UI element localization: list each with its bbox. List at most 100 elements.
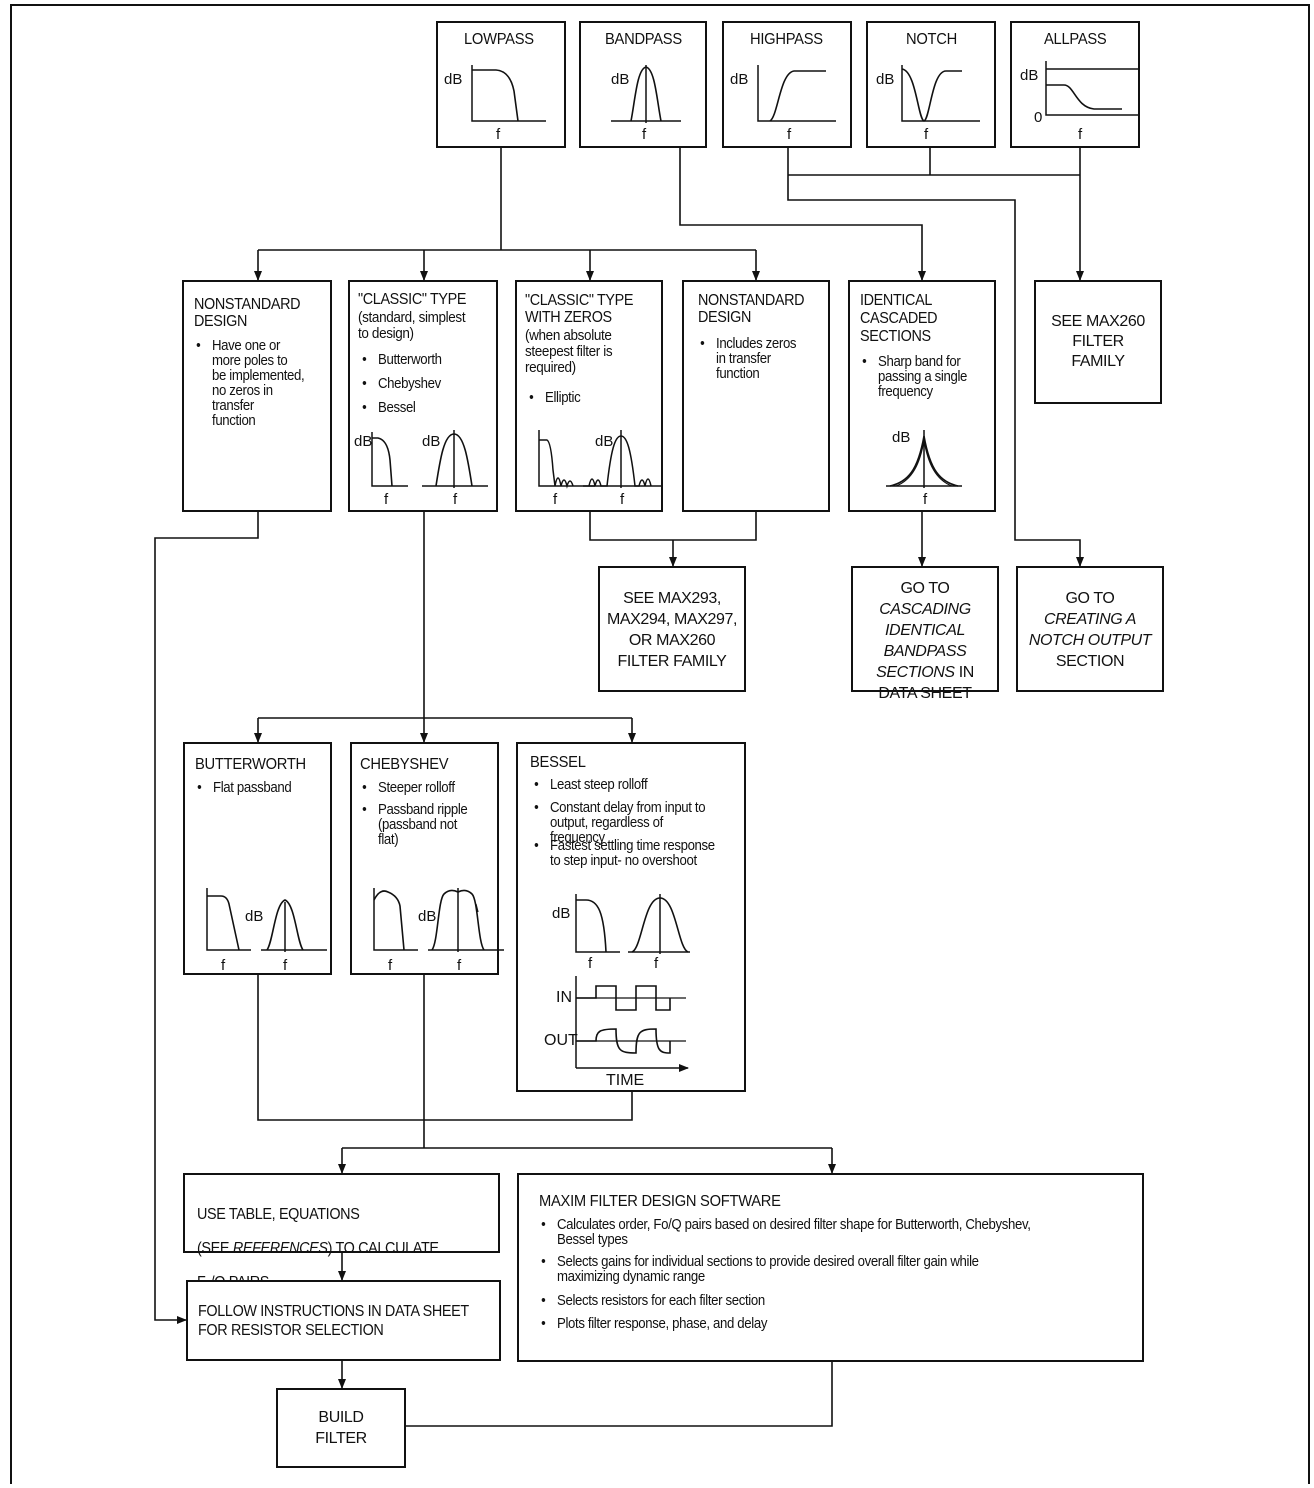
classic-zeros-box: "CLASSIC" TYPE WITH ZEROS (when absolute… <box>515 280 663 512</box>
f-label: f <box>787 126 792 143</box>
notch-response-graph <box>901 65 980 122</box>
f-label: f <box>221 957 226 974</box>
allpass-box: ALLPASS dB 0 f <box>1010 21 1140 148</box>
classic-zeros-subtitle: (when absolute steepest filter is requir… <box>525 327 613 376</box>
use-table-line1: USE TABLE, EQUATIONS <box>197 1206 360 1223</box>
f-label: f <box>384 491 389 508</box>
follow-instructions-box: FOLLOW INSTRUCTIONS IN DATA SHEET FOR RE… <box>186 1280 501 1361</box>
references-label: REFERENCES <box>232 1240 328 1257</box>
lowpass-title: LOWPASS <box>464 31 534 48</box>
use-table-line2: (SEE REFERENCES) TO CALCULATE <box>197 1240 439 1257</box>
cascading-label: CASCADING <box>879 601 971 618</box>
bandpass-box: BANDPASS dB f <box>579 21 707 148</box>
db-label: dB <box>444 71 463 88</box>
db-label: dB <box>611 71 630 88</box>
butterworth-title: BUTTERWORTH <box>195 756 306 773</box>
classic-zeros-bullet-elliptic: Elliptic <box>529 390 581 405</box>
nonstandard-bullet: Have one or more poles to be implemented… <box>196 338 304 428</box>
chebyshev-bullet-rolloff: Steeper rolloff <box>362 780 455 795</box>
bessel-box: BESSEL Least steep rolloff Constant dela… <box>516 742 746 1092</box>
goto-label: GO TO <box>1065 590 1115 607</box>
chebyshev-box: CHEBYSHEV Steeper rolloff Passband rippl… <box>350 742 504 975</box>
f-label: f <box>553 491 558 508</box>
classic-bullet-chebyshev: Chebyshev <box>362 376 441 391</box>
identical-bullet: Sharp band for passing a single frequenc… <box>862 354 967 399</box>
f-label: f <box>388 957 393 974</box>
goto-label: GO TO <box>900 580 950 597</box>
elliptic-lowpass-graph <box>538 430 595 489</box>
bandpass-label: BANDPASS <box>883 643 967 660</box>
goto-notch-box: GO TO CREATING A NOTCH OUTPUT SECTION <box>1016 566 1164 692</box>
chebyshev-lowpass-graph <box>373 888 418 951</box>
software-box: MAXIM FILTER DESIGN SOFTWARE Calculates … <box>517 1173 1144 1362</box>
f-label: f <box>1078 126 1083 143</box>
highpass-box: HIGHPASS dB f <box>722 21 852 148</box>
db-label: dB <box>422 433 441 450</box>
software-title: MAXIM FILTER DESIGN SOFTWARE <box>539 1193 781 1210</box>
db-label: dB <box>552 905 571 922</box>
classic-bullet-bessel: Bessel <box>362 400 416 415</box>
use-table-box: USE TABLE, EQUATIONS (SEE REFERENCES) TO… <box>183 1173 500 1293</box>
bessel-bullet-rolloff: Least steep rolloff <box>534 777 647 792</box>
chebyshev-title: CHEBYSHEV <box>360 756 449 773</box>
bandpass-response-graph <box>611 65 681 123</box>
build-filter-box: BUILD FILTER <box>276 1388 406 1468</box>
nonstandard-design-box: NONSTANDARD DESIGN Have one or more pole… <box>182 280 332 512</box>
build-filter-text: BUILD FILTER <box>315 1409 367 1447</box>
software-bullet-gains: Selects gains for individual sections to… <box>541 1254 979 1284</box>
zero-label: 0 <box>1034 109 1043 126</box>
db-label: dB <box>730 71 749 88</box>
classic-title: "CLASSIC" TYPE <box>358 291 467 308</box>
f-label: f <box>924 126 929 143</box>
f-label: f <box>453 491 458 508</box>
classic-lowpass-graph <box>371 432 408 487</box>
nonstandard-title: NONSTANDARD DESIGN <box>194 296 301 330</box>
f-label: f <box>588 955 593 972</box>
notch-box: NOTCH dB f <box>866 21 996 148</box>
elliptic-bandpass-graph <box>583 430 661 488</box>
chebyshev-bandpass-graph <box>428 888 504 952</box>
db-label: dB <box>1020 67 1039 84</box>
db-label: dB <box>876 71 895 88</box>
classic-bandpass-graph <box>422 430 488 488</box>
see-label: (SEE <box>197 1240 233 1257</box>
goto-notch-text: GO TO CREATING A NOTCH OUTPUT SECTION <box>1018 588 1162 672</box>
f-label: f <box>654 955 659 972</box>
sections-label: SECTIONS <box>876 664 955 681</box>
classic-type-box: "CLASSIC" TYPE (standard, simplest to de… <box>348 280 498 512</box>
nonstandard-zeros-box: NONSTANDARD DESIGN Includes zeros in tra… <box>682 280 830 512</box>
see-max260-text: SEE MAX260 FILTER FAMILY <box>1051 313 1145 370</box>
see-max260-box: SEE MAX260 FILTER FAMILY <box>1034 280 1162 404</box>
allpass-title: ALLPASS <box>1044 31 1107 48</box>
identical-title: IDENTICAL CASCADED SECTIONS <box>860 292 938 345</box>
calculate-label: ) TO CALCULATE <box>327 1240 439 1257</box>
see-max293-text: SEE MAX293, MAX294, MAX297, OR MAX260 FI… <box>606 590 738 670</box>
nonstandard-zeros-bullet: Includes zeros in transfer function <box>700 336 796 381</box>
highpass-title: HIGHPASS <box>750 31 823 48</box>
follow-instructions-text: FOLLOW INSTRUCTIONS IN DATA SHEET FOR RE… <box>198 1303 469 1339</box>
db-label: dB <box>892 429 911 446</box>
f-label: f <box>923 491 928 508</box>
classic-zeros-title: "CLASSIC" TYPE WITH ZEROS <box>525 292 634 326</box>
data-sheet-label: DATA SHEET <box>878 685 972 702</box>
creating-label: CREATING A <box>1043 611 1136 628</box>
section-label: SECTION <box>1055 653 1125 670</box>
butterworth-bandpass-graph <box>261 899 327 952</box>
bessel-title: BESSEL <box>530 754 586 771</box>
butterworth-lowpass-graph <box>206 888 251 951</box>
bandpass-title: BANDPASS <box>605 31 682 48</box>
in-label: IN <box>556 989 572 1006</box>
nonstandard-zeros-title: NONSTANDARD DESIGN <box>698 292 805 326</box>
out-label: OUT <box>544 1032 578 1049</box>
butterworth-box: BUTTERWORTH Flat passband dB f f <box>183 742 332 975</box>
f-label: f <box>283 957 288 974</box>
db-label: dB <box>245 908 264 925</box>
highpass-response-graph <box>757 65 836 122</box>
software-bullet-plots: Plots filter response, phase, and delay <box>541 1316 767 1331</box>
lowpass-box: LOWPASS dB f <box>436 21 566 148</box>
software-bullet-order: Calculates order, Fo/Q pairs based on de… <box>541 1217 1031 1247</box>
bessel-bullet-settling: Fastest settling time response to step i… <box>534 838 715 868</box>
time-label: TIME <box>606 1072 645 1089</box>
use-table-text: USE TABLE, EQUATIONS (SEE REFERENCES) TO… <box>197 1189 439 1313</box>
